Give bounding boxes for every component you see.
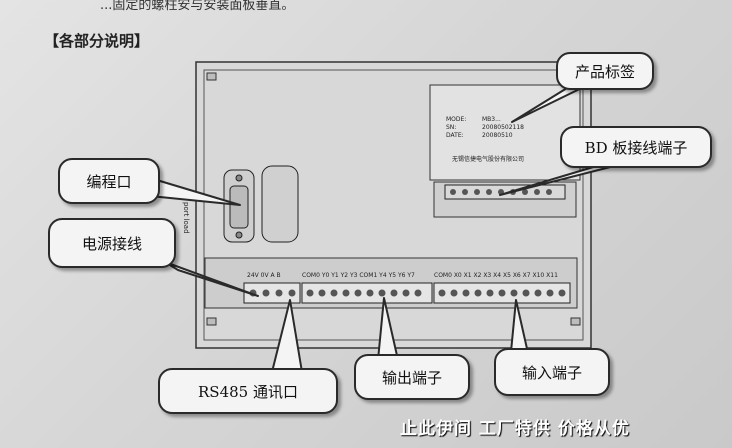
callout-input-terminal: 输入端子 (494, 348, 610, 396)
callout-product-label: 产品标签 (556, 52, 654, 90)
date-value: 20080510 (482, 132, 513, 139)
top-text: ...固定的螺柱安与安装面板垂直。 (100, 0, 295, 13)
mount-hole-bl (206, 317, 217, 326)
sn-value: 20080502118 (482, 124, 524, 131)
company-name: 无锡信捷电气股份有限公司 (452, 156, 525, 163)
date-label: DATE: (446, 132, 464, 139)
mode-label: MODE: (446, 116, 467, 123)
section-heading: 【各部分说明】 (44, 32, 150, 50)
mount-hole-tl (206, 72, 217, 81)
promo-banner: 止此伊间 工厂特供 价格从优 (400, 419, 630, 439)
mount-hole-br (570, 317, 581, 326)
callout-power-wiring: 电源接线 (48, 218, 176, 268)
sn-label: SN: (446, 124, 457, 131)
callout-output-terminal: 输出端子 (354, 354, 470, 400)
blank-cover (261, 165, 299, 243)
bd-terminal-block (444, 184, 566, 200)
power-terminal-labels: 24V 0V A B (247, 272, 281, 279)
tail-power (164, 261, 259, 297)
mode-value: MB3... (482, 116, 501, 123)
callout-rs485: RS485 通讯口 (158, 368, 338, 414)
port-label: port load (182, 202, 190, 234)
callout-prog-port: 编程口 (58, 158, 160, 204)
power-terminal-block (243, 282, 301, 304)
input-terminal-labels: COM0 X0 X1 X2 X3 X4 X5 X6 X7 X10 X11 (434, 272, 558, 279)
callout-bd-terminal: BD 板接线端子 (560, 126, 712, 168)
output-terminal-labels: COM0 Y0 Y1 Y2 Y3 COM1 Y4 Y5 Y6 Y7 (302, 272, 415, 279)
